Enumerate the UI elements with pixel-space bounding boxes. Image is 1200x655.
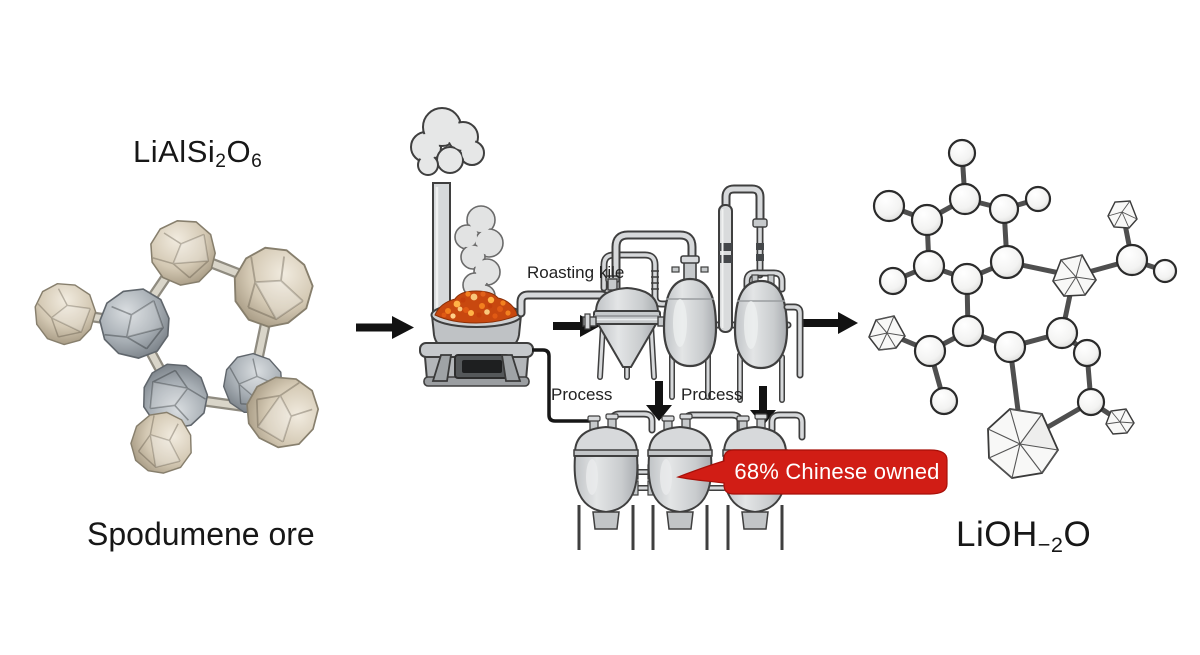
callout-text: 68% Chinese owned <box>734 459 940 484</box>
callout-bubble <box>676 449 948 495</box>
wireframe-polyhedron <box>868 315 906 351</box>
ore-formula-oxygen: O <box>226 134 252 169</box>
product-formula-label: LiOH−2O <box>956 515 1092 558</box>
wireframe-polyhedron <box>1107 200 1138 229</box>
kiln-outlet-pipe <box>516 290 612 318</box>
roasting-kiln <box>410 107 612 387</box>
burner-window <box>454 354 510 379</box>
ore-formula-label: LiAlSi2O6 <box>133 134 263 173</box>
process-label-1: Process <box>551 385 613 404</box>
wireframe-polyhedron <box>1052 254 1097 297</box>
process-label-2: Process <box>681 385 743 404</box>
wireframe-polyhedron <box>987 408 1060 479</box>
molecule-atoms <box>872 138 1178 417</box>
product-molecule-illustration <box>868 138 1178 479</box>
crystallizer-vessel <box>733 269 804 403</box>
wireframe-polyhedron <box>1105 408 1135 435</box>
vessel-right-pipe <box>783 303 804 379</box>
ore-ball <box>223 237 322 336</box>
distillation-column <box>718 184 768 333</box>
ore-formula-base: LiAlSi <box>133 134 216 169</box>
ore-ball <box>25 269 108 357</box>
smoke-cloud <box>410 107 485 176</box>
ore-name-label: Spodumene ore <box>87 516 315 552</box>
leach-vessel <box>662 255 718 400</box>
ore-ball <box>144 214 221 291</box>
holding-tank-1 <box>573 413 639 550</box>
kiln-foot <box>431 354 453 382</box>
ore-formula-subscript-2: 2 <box>215 151 227 173</box>
embers <box>434 290 519 324</box>
ore-ball <box>99 288 170 359</box>
flow-arrow-right <box>802 312 858 334</box>
product-formula-base: LiOH <box>956 515 1038 554</box>
flow-arrow-down-1 <box>646 381 672 421</box>
ore-formula-subscript-6: 6 <box>251 151 263 173</box>
kiln-foot <box>500 354 522 382</box>
flow-arrow-left <box>356 316 414 339</box>
ownership-callout: 68% Chinese owned <box>676 447 950 497</box>
product-formula-subscript: −2 <box>1037 532 1064 558</box>
product-formula-suffix: O <box>1063 515 1092 554</box>
roasting-kiln-label: Roasting kile <box>527 263 625 282</box>
holding-tank-2 <box>647 413 713 550</box>
spodumene-ore-illustration <box>25 214 325 477</box>
